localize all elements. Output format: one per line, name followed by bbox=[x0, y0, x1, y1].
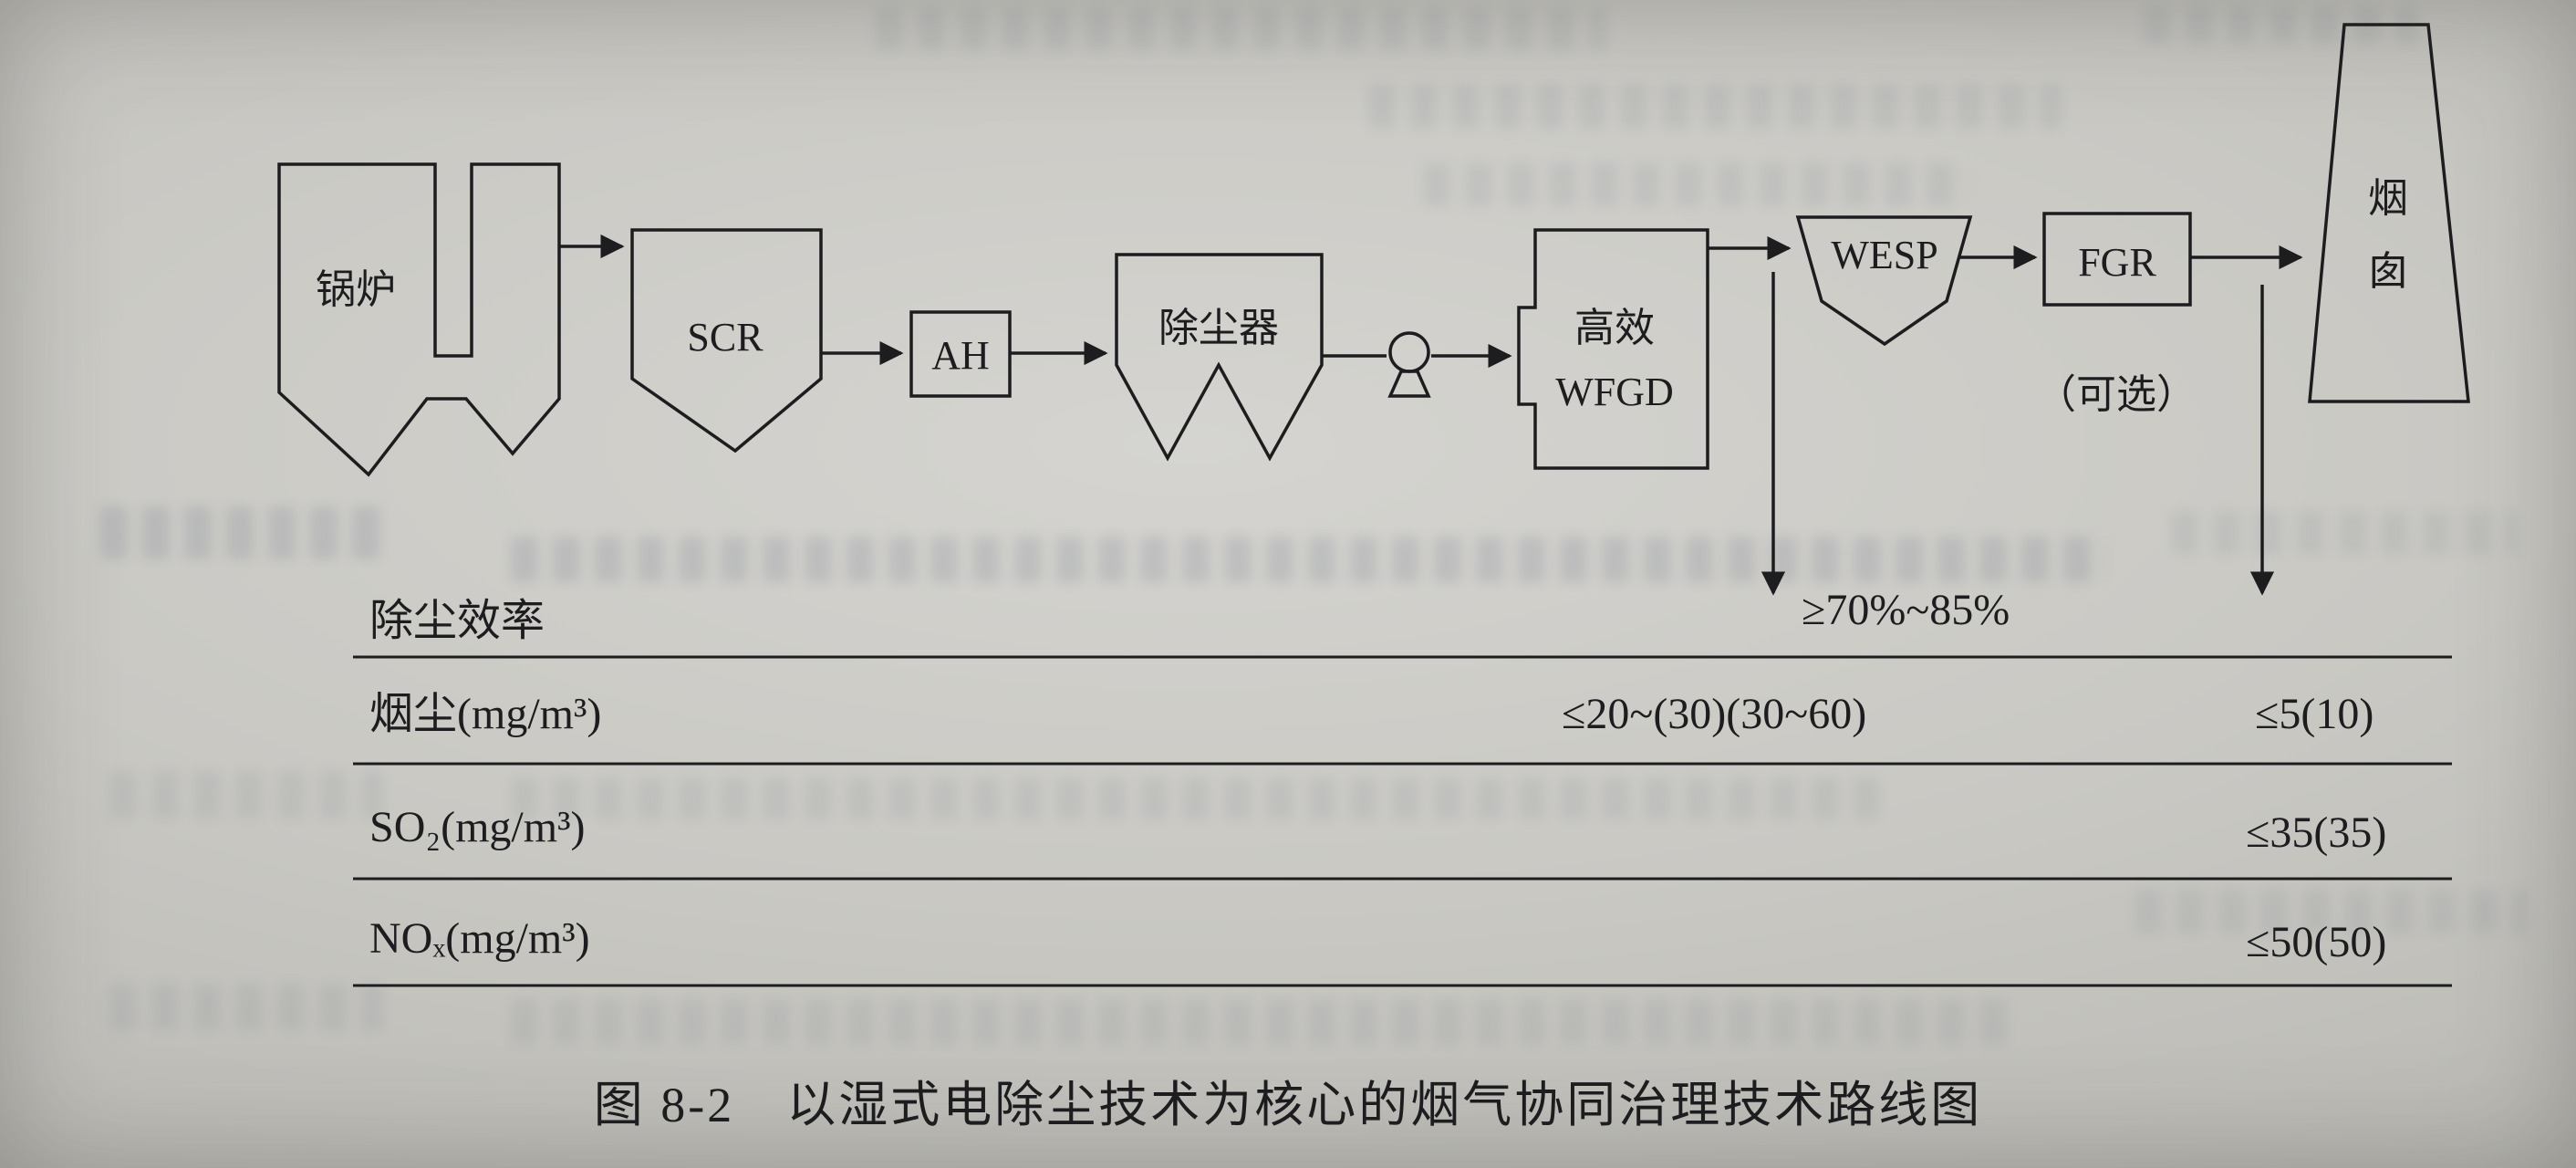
dust-row-right-value: ≤5(10) bbox=[2255, 690, 2373, 738]
bleed-through-artifact bbox=[1423, 162, 1970, 206]
so2-row-label: SO₂(mg/m³) bbox=[369, 803, 585, 851]
wfgd-label-line2: WFGD bbox=[1555, 370, 1674, 414]
efficiency-annotation: ≥70%~85% bbox=[1802, 586, 2010, 634]
scr-shape bbox=[630, 228, 823, 454]
wesp-label: WESP bbox=[1831, 233, 1937, 277]
bleed-through-artifact bbox=[100, 506, 392, 559]
boiler-label: 锅炉 bbox=[316, 267, 396, 312]
wfgd-shape bbox=[1517, 228, 1709, 470]
bleed-through-artifact bbox=[511, 999, 2016, 1045]
dust-row-label: 烟尘(mg/m³) bbox=[369, 690, 601, 738]
air-heater-label: AH bbox=[931, 333, 990, 378]
figure-caption: 图 8-2 以湿式电除尘技术为核心的烟气协同治理技术路线图 bbox=[593, 1078, 1983, 1132]
bleed-through-artifact bbox=[109, 771, 383, 819]
bleed-through-artifact bbox=[2135, 890, 2527, 933]
wfgd-label-line1: 高效 bbox=[1574, 306, 1655, 350]
nox-row-label: NOₓ(mg/m³) bbox=[369, 914, 590, 963]
stack-label-char1: 烟 bbox=[2368, 176, 2408, 221]
dust-collector-shape bbox=[1115, 253, 1324, 462]
bleed-through-artifact bbox=[511, 777, 1879, 819]
fgr-label: FGR bbox=[2078, 240, 2156, 285]
stack-label-char2: 囱 bbox=[2368, 249, 2408, 294]
boiler-shape bbox=[277, 162, 561, 477]
bleed-through-artifact bbox=[109, 984, 383, 1031]
fgr-optional-note: （可选） bbox=[2036, 372, 2197, 417]
scr-label: SCR bbox=[687, 315, 763, 360]
dust-row-mid-value: ≤20~(30)(30~60) bbox=[1562, 690, 1866, 738]
stack-shape bbox=[2308, 23, 2470, 403]
pump-icon bbox=[1387, 331, 1431, 398]
efficiency-header-label: 除尘效率 bbox=[369, 597, 545, 645]
bleed-through-artifact bbox=[2171, 511, 2518, 555]
bleed-through-artifact bbox=[876, 7, 1605, 51]
dust-collector-label: 除尘器 bbox=[1158, 306, 1279, 350]
wesp-shape bbox=[1795, 215, 1973, 347]
nox-row-right-value: ≤50(50) bbox=[2246, 918, 2386, 966]
so2-row-right-value: ≤35(35) bbox=[2246, 808, 2386, 857]
bleed-through-artifact bbox=[1368, 84, 2062, 130]
fgr-shape bbox=[2042, 212, 2192, 307]
bleed-through-artifact bbox=[511, 537, 2107, 582]
